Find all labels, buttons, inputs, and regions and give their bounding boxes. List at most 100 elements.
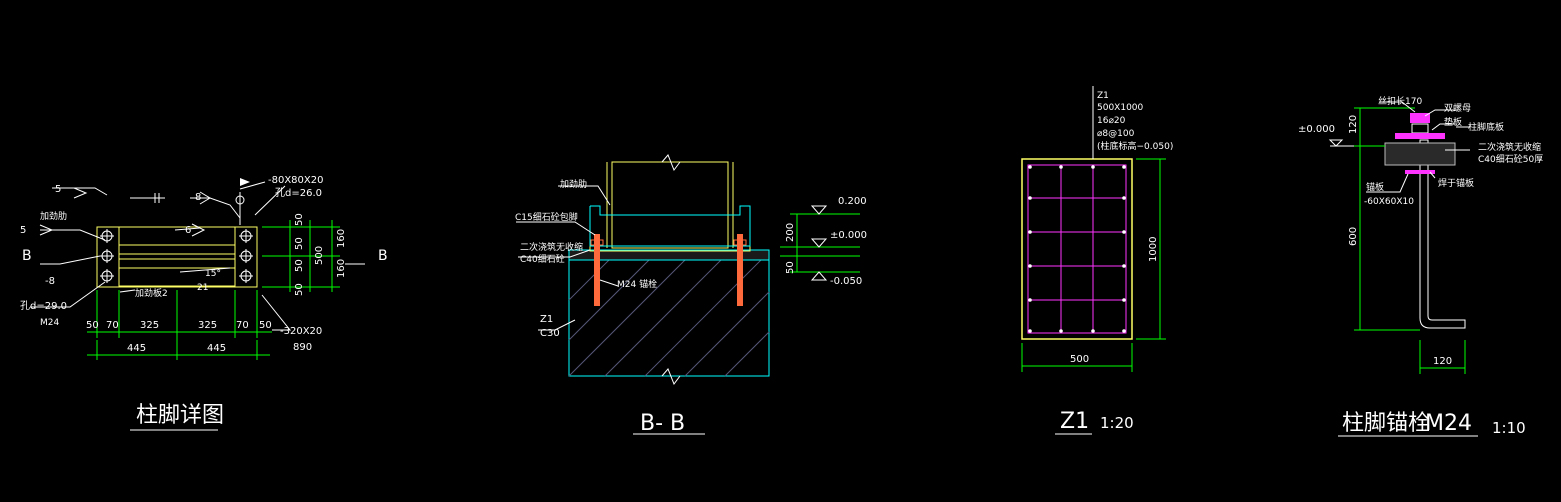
dim-120-bottom: 120	[1433, 356, 1452, 367]
dims-bottom-lines	[87, 290, 272, 360]
base-plate	[1395, 133, 1445, 139]
bb-col-label: Z1	[540, 314, 553, 325]
bolt-m24: M24	[40, 318, 59, 328]
bolt-top-note: 柱脚底板	[1468, 121, 1504, 133]
dim-total-1: 445	[127, 343, 146, 354]
dim-bottom-1: 50	[86, 320, 99, 331]
length-note: 丝扣长170	[1378, 95, 1422, 107]
nut-upper	[1410, 113, 1430, 123]
z1-line-5: (柱底标高−0.050)	[1097, 140, 1173, 152]
dim-50: 50	[785, 261, 796, 274]
detail-section-bb: 0.200 ±0.000 -0.050 200 50 加劲肋 C15细石砼包脚 …	[515, 154, 867, 436]
grout-layer	[1384, 142, 1456, 166]
detail4-subtitle: M24	[1425, 411, 1472, 436]
elev-bottom: -0.050	[830, 276, 862, 287]
angle: 15°	[205, 269, 221, 279]
stiffener-note: 加劲肋	[40, 210, 67, 222]
grout-grade: C40细石砼50厚	[1478, 153, 1543, 165]
nut-lower	[1411, 123, 1429, 134]
bolt-rod	[1419, 139, 1466, 329]
dim-bottom-2: 70	[106, 320, 119, 331]
baseplate-outline	[96, 226, 258, 288]
z1-outline	[1021, 158, 1133, 340]
section-right: B	[378, 248, 388, 264]
weld-5a: 5	[55, 184, 61, 195]
z1-line-1: Z1	[1097, 91, 1109, 101]
angle-dim: 21	[197, 283, 208, 293]
weld-note: 焊于锚板	[1438, 177, 1474, 189]
weld-arrow-8	[199, 191, 211, 205]
weld-flag	[240, 178, 250, 186]
bb-leaders	[516, 185, 619, 331]
dim-right-mid: 500	[314, 246, 325, 265]
dim-bottom-3: 325	[140, 320, 159, 331]
detail2-title: B- B	[640, 411, 685, 436]
bb-stiffener: 加劲肋	[560, 178, 587, 190]
detail4-title: 柱脚锚栓	[1342, 411, 1430, 436]
dim-bottom-5: 70	[236, 320, 249, 331]
break-line-top	[661, 154, 681, 172]
elev-zero: ±0.000	[1298, 124, 1335, 135]
detail-z1-section: 500 1000 Z1 500X1000 16⌀20 ⌀8@100 (柱底标高−…	[1021, 86, 1173, 435]
dim-right-2: 50	[294, 237, 305, 250]
dim-bottom-4: 325	[198, 320, 217, 331]
grout-layer	[568, 249, 770, 261]
dim-200: 200	[785, 223, 796, 242]
elevation-triangles	[810, 205, 828, 281]
z1-ties	[1028, 165, 1126, 333]
z1-stirrup	[1027, 164, 1127, 334]
weld-5b: 5	[20, 225, 26, 236]
bb-dims	[780, 213, 860, 273]
dim-right-4: 50	[294, 283, 305, 296]
weld-arrow-6	[191, 223, 206, 237]
detail-anchor-bolt: 丝扣长170 双螺母 垫板 柱脚底板 二次浇筑无收缩 C40细石砼50厚 焊于锚…	[1298, 95, 1543, 437]
detail1-title: 柱脚详图	[136, 403, 224, 428]
baseplate-spec: -320X20	[280, 326, 322, 337]
detail3-title: Z1	[1060, 409, 1089, 434]
weld-8: 8	[195, 192, 201, 203]
bolt-markers	[100, 229, 253, 283]
detail4-scale: 1:10	[1492, 419, 1526, 437]
washer-note: 垫板	[1444, 116, 1462, 128]
flange-label: -8	[45, 276, 55, 287]
z1-line-4: ⌀8@100	[1097, 129, 1135, 139]
grout-note: 二次浇筑无收缩	[1478, 141, 1541, 153]
plate-spec: -60X60X10	[1364, 197, 1414, 207]
dim-600: 600	[1348, 227, 1359, 246]
dim-right-1: 50	[294, 213, 305, 226]
column-section	[611, 161, 729, 249]
dim-total-2: 445	[207, 343, 226, 354]
bb-grout-note: C15细石砼包脚	[515, 211, 578, 223]
detail3-scale: 1:20	[1100, 414, 1134, 432]
anchor-leaders	[1366, 101, 1470, 193]
break-line-bottom	[661, 368, 681, 386]
bb-grout2-grade: C40细石砼	[520, 253, 565, 265]
z1-dims	[1021, 158, 1166, 372]
nut-right	[733, 239, 747, 246]
elev-zero: ±0.000	[830, 230, 867, 241]
anchor-bolt-left	[594, 234, 600, 306]
dim-right-outer-2: 160	[336, 259, 347, 278]
stiffener-right	[234, 226, 258, 288]
section-left: B	[22, 248, 32, 264]
hole-d29: 孔d=29.0	[20, 300, 67, 312]
bb-col-grade: C30	[540, 328, 560, 339]
dim-right-outer-1: 160	[336, 229, 347, 248]
nut-left	[590, 239, 604, 246]
bb-grout2-note: 二次浇筑无收缩	[520, 241, 583, 253]
z1-line-2: 500X1000	[1097, 103, 1144, 113]
ground-elev-mark	[1328, 139, 1344, 147]
web-note: 加劲板2	[135, 287, 168, 299]
dim-120-top: 120	[1348, 115, 1359, 134]
plate-note: 锚板	[1366, 181, 1384, 193]
detail-column-base-plan: 5 5 加劲肋 8 6 -8 -80X80X20 孔d=26.0 孔d=29.0…	[20, 175, 388, 431]
hole-spec: 孔d=26.0	[275, 187, 322, 199]
encasement	[589, 205, 751, 247]
z1-dim-height: 1000	[1148, 237, 1159, 262]
anchor-dims	[1354, 107, 1466, 374]
plate-spec: -80X80X20	[268, 175, 323, 186]
weld-6: 6	[185, 225, 191, 236]
anchor-bolt-right	[737, 234, 743, 306]
dims-right-lines	[262, 220, 340, 292]
